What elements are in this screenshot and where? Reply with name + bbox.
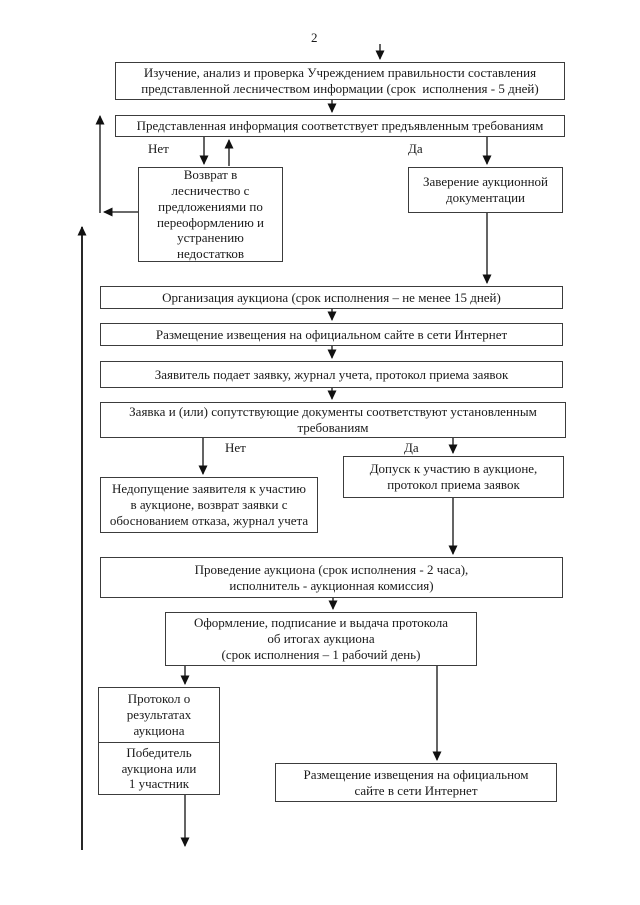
label-yes-1: Да bbox=[408, 141, 423, 156]
page-number: 2 bbox=[311, 30, 318, 45]
label-no-2: Нет bbox=[225, 440, 246, 455]
box-issue-protocol: Оформление, подписание и выдача протокол… bbox=[165, 612, 477, 666]
box-organize-auction: Организация аукциона (срок исполнения – … bbox=[100, 286, 563, 309]
label-yes-2: Да bbox=[404, 440, 419, 455]
label-no-1: Нет bbox=[148, 141, 169, 156]
box-winner: Победитель аукциона или 1 участник bbox=[98, 742, 220, 795]
box-results-protocol: Протокол о результатах аукциона bbox=[98, 687, 220, 743]
box-conduct-auction: Проведение аукциона (срок исполнения - 2… bbox=[100, 557, 563, 598]
box-study-analysis: Изучение, анализ и проверка Учреждением … bbox=[115, 62, 565, 100]
box-publish-notice-1: Размещение извещения на официальном сайт… bbox=[100, 323, 563, 346]
box-publish-notice-2: Размещение извещения на официальном сайт… bbox=[275, 763, 557, 802]
box-return-to-forestry: Возврат в лесничество с предложениями по… bbox=[138, 167, 283, 262]
box-submit-application: Заявитель подает заявку, журнал учета, п… bbox=[100, 361, 563, 388]
box-application-check: Заявка и (или) сопутствующие документы с… bbox=[100, 402, 566, 438]
box-reject-applicant: Недопущение заявителя к участию в аукцио… bbox=[100, 477, 318, 533]
box-info-check: Представленная информация соответствует … bbox=[115, 115, 565, 137]
box-certify-docs: Заверение аукционной документации bbox=[408, 167, 563, 213]
box-admit-applicant: Допуск к участию в аукционе, протокол пр… bbox=[343, 456, 564, 498]
